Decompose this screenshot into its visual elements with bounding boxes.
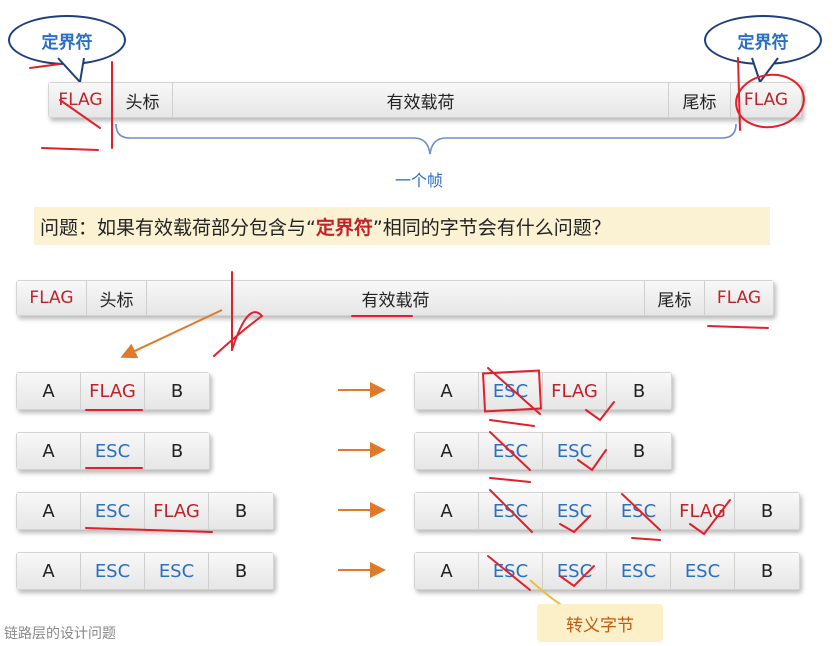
question-highlight: 定界符 [315, 216, 373, 239]
mid-frame-payload: 有效载荷 [147, 281, 645, 315]
byte-cell: A [17, 553, 81, 589]
byte-cell: A [17, 373, 81, 409]
delimiter-bubble-left-label: 定界符 [41, 32, 93, 53]
byte-cell: B [735, 493, 799, 529]
frame-brace [115, 123, 737, 155]
top-frame-header-label: 头标 [125, 92, 160, 113]
byte-cell: B [209, 493, 273, 529]
byte-cell: ESC [81, 553, 145, 589]
delimiter-bubble-right-label: 定界符 [737, 32, 789, 53]
byte-cell: A [415, 433, 479, 469]
top-frame-payload-label: 有效载荷 [386, 92, 455, 113]
mid-frame-header: 头标 [87, 281, 147, 315]
byte-cell: A [415, 493, 479, 529]
mid-frame-flag-end-label: FLAG [716, 288, 762, 308]
byte-cell: ESC [81, 493, 145, 529]
top-frame-trailer: 尾标 [669, 83, 731, 117]
byte-cell: B [607, 433, 671, 469]
escape-byte-callout-label: 转义字节 [566, 615, 634, 636]
top-frame-flag-start-label: FLAG [58, 90, 103, 110]
byte-cell: ESC [607, 553, 671, 589]
byte-cell: B [209, 553, 273, 589]
byte-cell: ESC [145, 553, 209, 589]
mid-frame-trailer-label: 尾标 [657, 290, 692, 311]
frame-brace-label: 一个帧 [395, 171, 444, 190]
top-frame-header: 头标 [113, 83, 173, 117]
byte-cell: FLAG [145, 493, 209, 529]
byte-cell: ESC [543, 493, 607, 529]
byte-cell: A [17, 493, 81, 529]
mid-frame: FLAG 头标 有效载荷 尾标 FLAG [16, 280, 774, 316]
footer-caption: 链路层的设计问题 [4, 626, 116, 642]
byte-cell: FLAG [543, 373, 607, 409]
annotation-strokes-top [29, 57, 805, 151]
delimiter-bubble-left: 定界符 [8, 15, 126, 65]
byte-cell: ESC [671, 553, 735, 589]
top-frame-flag-end-label: FLAG [743, 90, 789, 110]
top-frame-payload: 有效载荷 [173, 83, 669, 117]
mid-frame-flag-start-label: FLAG [29, 288, 74, 308]
byte-cell: FLAG [671, 493, 735, 529]
question-suffix: ”相同的字节会有什么问题？ [372, 216, 611, 239]
mid-frame-flag-end: FLAG [705, 281, 773, 315]
byte-cell: B [145, 373, 209, 409]
question-prefix: 问题：如果有效载荷部分包含与“ [40, 216, 316, 239]
mid-frame-header-label: 头标 [99, 290, 134, 311]
byte-cell: ESC [543, 553, 607, 589]
question-banner: 问题：如果有效载荷部分包含与“ 定界符 ”相同的字节会有什么问题？ [34, 207, 770, 245]
byte-cell: B [607, 373, 671, 409]
byte-cell: A [415, 553, 479, 589]
mid-frame-trailer: 尾标 [645, 281, 705, 315]
mid-frame-payload-label: 有效载荷 [361, 290, 430, 311]
top-frame: FLAG 头标 有效载荷 尾标 FLAG [48, 82, 802, 118]
payload-pointer-arrow [120, 309, 223, 359]
byte-cell: FLAG [81, 373, 145, 409]
mid-frame-flag-start: FLAG [17, 281, 87, 315]
byte-cell: ESC [81, 433, 145, 469]
escape-byte-callout: 转义字节 [537, 604, 663, 642]
top-frame-trailer-label: 尾标 [682, 92, 717, 113]
byte-cell: B [145, 433, 209, 469]
byte-cell: B [735, 553, 799, 589]
byte-cell: A [415, 373, 479, 409]
byte-cell: A [17, 433, 81, 469]
